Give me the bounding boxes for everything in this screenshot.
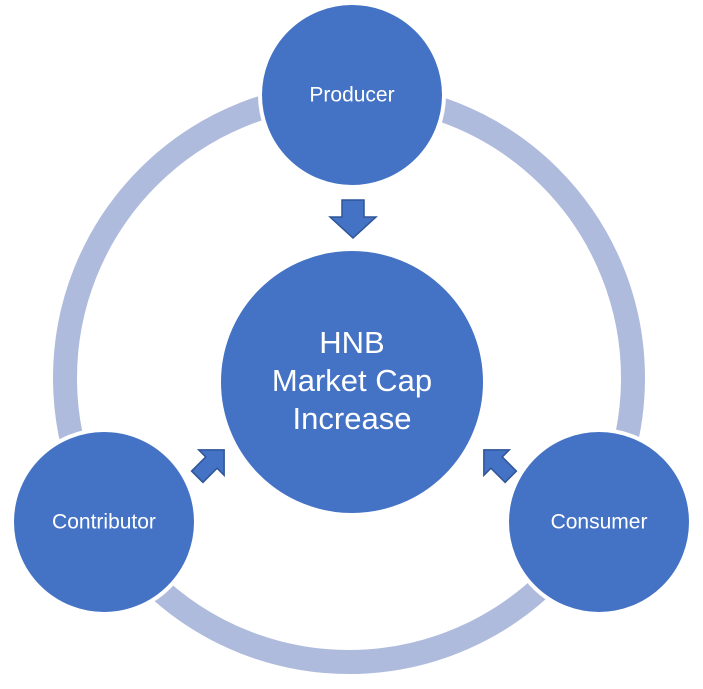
down-arrow-icon: [328, 199, 378, 240]
consumer-label: Consumer: [551, 511, 648, 534]
consumer-node: Consumer: [505, 428, 693, 616]
up-right-arrow-icon: [190, 449, 225, 484]
up-left-arrow-icon: [483, 449, 518, 484]
contributor-circle: [10, 428, 198, 616]
producer-label: Producer: [309, 84, 394, 107]
center-circle: [217, 247, 487, 517]
center-label-line-3: Increase: [293, 401, 412, 436]
center-node: HNB Market Cap Increase: [217, 247, 487, 517]
contributor-label: Contributor: [52, 511, 156, 534]
consumer-circle: [505, 428, 693, 616]
producer-node: Producer: [258, 1, 446, 189]
producer-circle: [258, 1, 446, 189]
center-label-line-1: HNB: [319, 325, 384, 360]
center-label-line-2: Market Cap: [272, 363, 432, 398]
contributor-node: Contributor: [10, 428, 198, 616]
